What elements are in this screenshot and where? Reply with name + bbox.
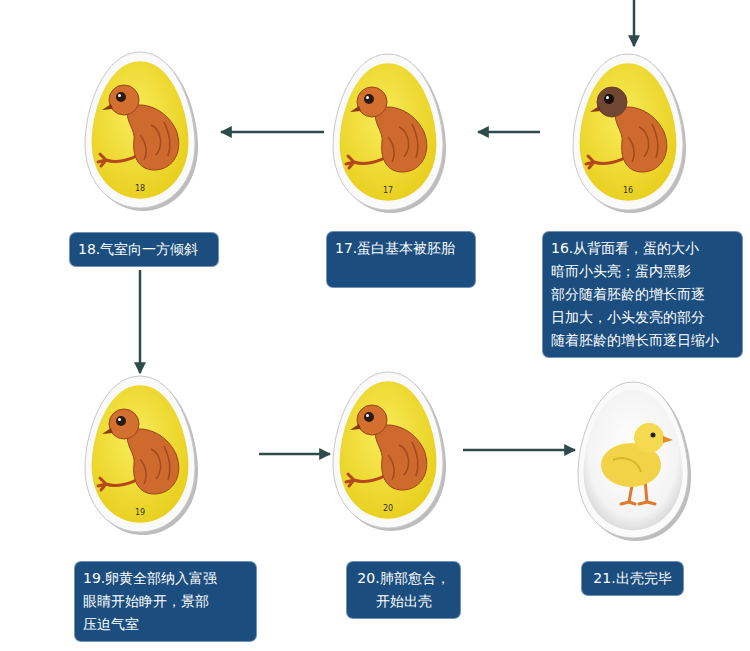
caption-box: 16.从背面看，蛋的大小 暗而小头亮；蛋内黑影 部分随着胚龄的增长而逐 日加大，… [543,232,742,357]
egg-number-wrap: 20 [383,504,393,514]
egg-chick [578,382,691,541]
flow-arrow [221,131,324,134]
caption-text: 17.蛋白基本被胚胎 [335,237,467,260]
stage-number: 16 [623,186,633,196]
caption-box: 19.卵黄全部纳入富强 眼睛开始睁开，景部 压迫气室 [75,562,256,641]
stage-node: 16 16.从背面看，蛋的大小 暗而小头亮；蛋内黑影 部分随着胚龄的增长而逐 日加… [543,54,742,357]
caption-box: 21.出壳完毕 [582,562,683,595]
caption-text: 19.卵黄全部纳入富强 眼睛开始睁开，景部 压迫气室 [83,567,248,636]
egg-number-wrap: 19 [135,508,145,518]
egg-embryo [85,376,198,535]
flow-arrow [139,270,142,373]
egg-embryo [333,54,446,213]
egg-embryo [333,372,446,531]
caption-box: 17.蛋白基本被胚胎 [327,232,475,287]
stage-node: 18 18.气室向一方倾斜 [70,52,218,266]
egg-number-wrap: 18 [135,184,145,194]
flow-arrow [463,449,575,452]
egg-number-wrap: 16 [623,186,633,196]
egg-embryo [85,52,198,211]
stage-node: 17 17.蛋白基本被胚胎 [327,54,475,287]
caption-text: 16.从背面看，蛋的大小 暗而小头亮；蛋内黑影 部分随着胚龄的增长而逐 日加大，… [551,237,734,352]
caption-box: 18.气室向一方倾斜 [70,233,218,266]
stage-number: 20 [383,504,393,514]
stage-number: 17 [383,186,393,196]
stage-node: 19 19.卵黄全部纳入富强 眼睛开始睁开，景部 压迫气室 [75,376,256,641]
caption-text: 18.气室向一方倾斜 [78,238,210,261]
stage-number: 19 [135,508,145,518]
egg-number-wrap: 17 [383,186,393,196]
stage-node: 21.出壳完毕 [578,382,688,595]
egg-embryo [573,54,686,213]
incoming-arrow [633,0,636,46]
flow-arrow [478,131,540,134]
caption-text: 21.出壳完毕 [590,567,675,590]
stage-number: 18 [135,184,145,194]
flow-arrow [259,453,330,456]
caption-box: 20.肺部愈合， 开始出壳 [347,562,460,618]
stage-node: 20 20.肺部愈合， 开始出壳 [333,372,460,618]
caption-text: 20.肺部愈合， 开始出壳 [355,567,452,613]
